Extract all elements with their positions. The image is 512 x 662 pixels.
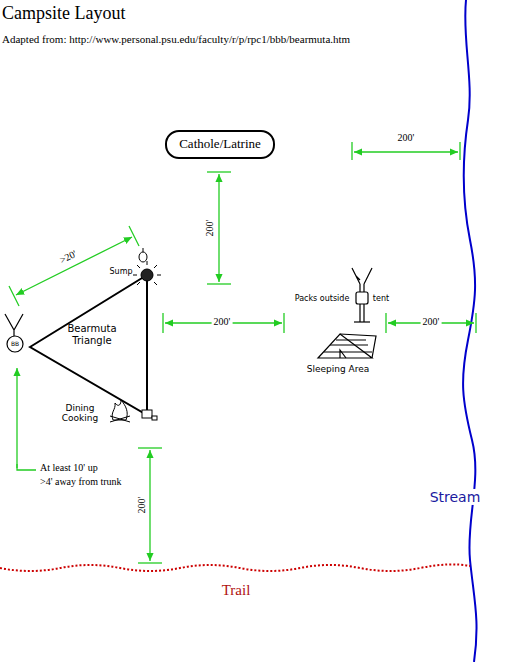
stove-symbol bbox=[142, 410, 157, 420]
packs-label: tent bbox=[373, 294, 389, 303]
pack-tree bbox=[352, 268, 372, 322]
bearmuda-triangle bbox=[30, 275, 147, 415]
dimension-label: 200' bbox=[398, 132, 415, 144]
hang-note: >4' away from trunk bbox=[40, 476, 122, 488]
stream-label: Stream bbox=[428, 489, 483, 505]
stream-line bbox=[463, 0, 476, 662]
dimension-label: 200' bbox=[136, 495, 148, 516]
rounded-box: Cathole/Latrine bbox=[165, 130, 275, 159]
sump-symbol bbox=[133, 248, 161, 285]
trail-label: Trail bbox=[222, 582, 251, 599]
box-label: Cathole/Latrine bbox=[167, 137, 273, 152]
dimension-label: 200' bbox=[421, 316, 442, 328]
sleeping-label: Sleeping Area bbox=[307, 364, 370, 374]
trail-line bbox=[0, 564, 470, 571]
bear-bag-label: BB bbox=[11, 341, 19, 348]
bear-bag-tree bbox=[5, 314, 23, 352]
packs-label: Packs outside bbox=[295, 294, 350, 303]
dimension-label: >20' bbox=[58, 248, 79, 266]
page-title: Campsite Layout bbox=[2, 3, 125, 24]
dimension-lines bbox=[9, 142, 476, 563]
campfire-symbol bbox=[110, 400, 130, 422]
source-caption: Adapted from: http://www.personal.psu.ed… bbox=[2, 33, 350, 46]
sump-label: Sump bbox=[109, 267, 132, 276]
triangle-label: Bearmuta Triangle bbox=[61, 323, 123, 346]
dimension-label: 200' bbox=[212, 316, 233, 328]
hang-note: At least 10' up bbox=[40, 462, 98, 474]
dining-label: Dining Cooking bbox=[59, 403, 101, 424]
tent-symbol bbox=[318, 334, 376, 358]
dimension-label: 200' bbox=[204, 218, 216, 239]
